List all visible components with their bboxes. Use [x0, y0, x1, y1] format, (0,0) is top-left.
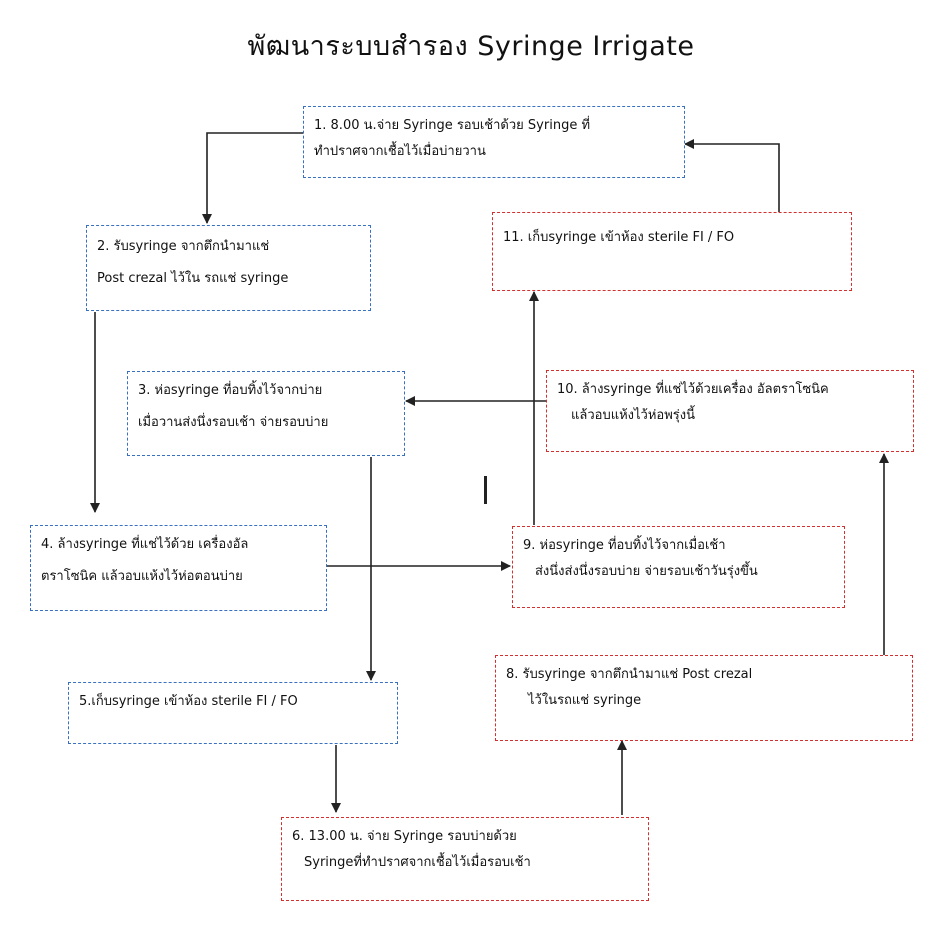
step-10-line2: แล้วอบแห้งไว้ห่อพรุ่งนี้: [571, 408, 696, 423]
step-8-line2: ไว้ในรถแช่ syringe: [528, 693, 642, 708]
step-10-line1: 10. ล้างsyringe ที่แช่ไว้ด้วยเครื่อง อัล…: [557, 382, 829, 397]
step-2-line1: 2. รับsyringe จากตึกนำมาแช่: [97, 239, 270, 254]
arrow-1-to-2: [202, 132, 303, 224]
step-4-line1: 4. ล้างsyringe ที่แช่ไว้ด้วย เครื่องอัล: [41, 537, 249, 552]
step-1-box: 1. 8.00 น.จ่าย Syringe รอบเช้าด้วย Syrin…: [303, 106, 685, 178]
diagram-title: พัฒนาระบบสำรอง Syringe Irrigate: [247, 31, 695, 62]
step-3-line2: เมื่อวานส่งนึ่งรอบเช้า จ่ายรอบบ่าย: [138, 415, 329, 430]
step-5-line1: 5.เก็บsyringe เข้าห้อง sterile FI / FO: [79, 694, 298, 709]
step-3-line1: 3. ห่อsyringe ที่อบทิ้งไว้จากบ่าย: [138, 383, 323, 398]
step-1-line1: 1. 8.00 น.จ่าย Syringe รอบเช้าด้วย Syrin…: [314, 118, 591, 133]
step-1-line2: ทำปราศจากเชื้อไว้เมื่อบ่ายวาน: [314, 144, 486, 159]
step-6-line1: 6. 13.00 น. จ่าย Syringe รอบบ่ายด้วย: [292, 829, 517, 844]
step-6-line2: Syringeที่ทำปราศจากเชื้อไว้เมื่อรอบเช้า: [304, 855, 531, 870]
arrow-11-to-1: [684, 139, 780, 212]
step-2-box: 2. รับsyringe จากตึกนำมาแช่ Post crezal …: [86, 225, 371, 311]
step-3-box: 3. ห่อsyringe ที่อบทิ้งไว้จากบ่าย เมื่อว…: [127, 371, 405, 456]
step-10-box: 10. ล้างsyringe ที่แช่ไว้ด้วยเครื่อง อัล…: [546, 370, 914, 452]
step-9-line2: ส่งนึ่งส่งนึ่งรอบบ่าย จ่ายรอบเช้าวันรุ่ง…: [535, 564, 758, 579]
step-8-box: 8. รับsyringe จากตึกนำมาแช่ Post crezal …: [495, 655, 913, 741]
step-4-line2: ตราโซนิค แล้วอบแห้งไว้ห่อตอนบ่าย: [41, 569, 243, 584]
step-2-line2: Post crezal ไว้ใน รถแช่ syringe: [97, 271, 289, 286]
step-5-box: 5.เก็บsyringe เข้าห้อง sterile FI / FO: [68, 682, 398, 744]
step-4-box: 4. ล้างsyringe ที่แช่ไว้ด้วย เครื่องอัล …: [30, 525, 327, 611]
step-11-box: 11. เก็บsyringe เข้าห้อง sterile FI / FO: [492, 212, 852, 291]
step-11-line1: 11. เก็บsyringe เข้าห้อง sterile FI / FO: [503, 230, 735, 245]
text-cursor: [484, 476, 487, 504]
step-9-box: 9. ห่อsyringe ที่อบทิ้งไว้จากเมื่อเช้า ส…: [512, 526, 845, 608]
step-8-line1: 8. รับsyringe จากตึกนำมาแช่ Post crezal: [506, 667, 753, 682]
step-6-box: 6. 13.00 น. จ่าย Syringe รอบบ่ายด้วย Syr…: [281, 817, 649, 901]
step-9-line1: 9. ห่อsyringe ที่อบทิ้งไว้จากเมื่อเช้า: [523, 538, 726, 553]
